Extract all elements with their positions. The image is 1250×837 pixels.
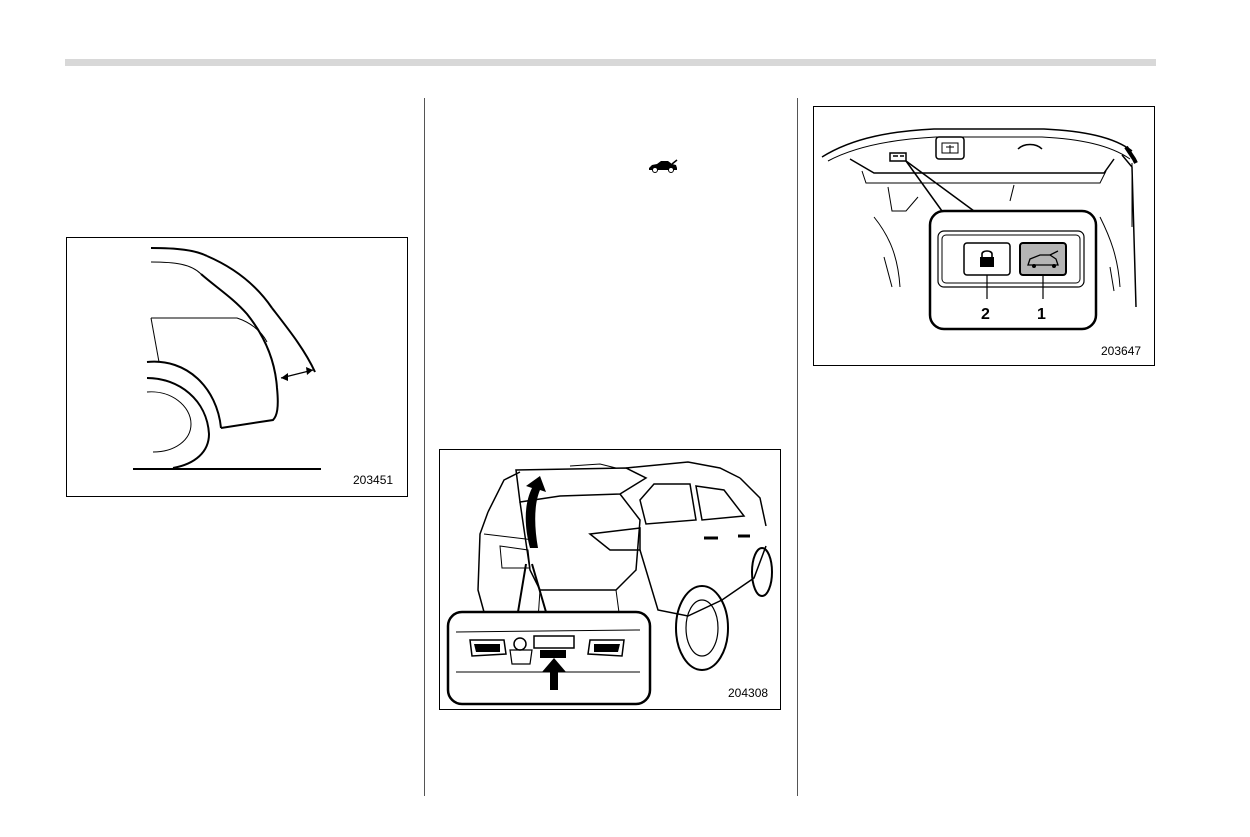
figure-id: 203451	[353, 473, 394, 487]
callout-2: 2	[981, 306, 990, 323]
lock-icon	[980, 250, 994, 267]
column-divider-right	[797, 98, 798, 796]
figure-id: 204308	[728, 686, 769, 700]
rear-gate-open-icon	[1027, 250, 1059, 268]
rear-gate-clearance-illustration	[133, 247, 321, 470]
rear-gate-buttons-illustration: 2 1	[821, 128, 1138, 331]
header-rule	[65, 59, 1156, 66]
callout-1: 1	[1037, 306, 1046, 323]
column-divider-left	[424, 98, 425, 796]
figure-rear-gate-buttons: 2 1 203647	[813, 106, 1155, 366]
figure-rear-gate-clearance: 203451	[66, 237, 408, 497]
car-rear-gate-icon	[649, 159, 678, 173]
figure-id: 203647	[1101, 344, 1142, 358]
rear-gate-opener-illustration	[446, 461, 773, 706]
figure-rear-gate-opener-switch: 204308	[439, 449, 781, 710]
